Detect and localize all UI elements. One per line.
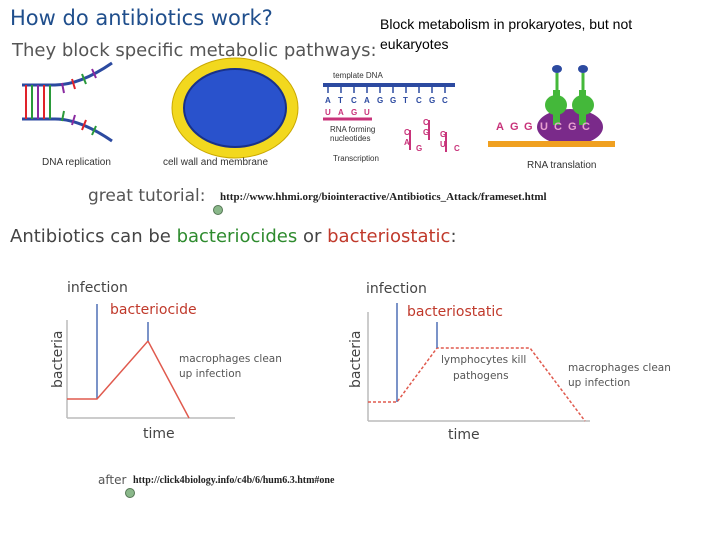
footer-source-link[interactable]: http://click4biology.info/c4b/6/hum6.3.h… <box>133 475 334 486</box>
cell-wall-caption: cell wall and membrane <box>163 157 268 168</box>
dna-base-5: G <box>377 96 383 105</box>
cell-wall-illustration: cell wall and membrane <box>163 58 298 168</box>
section-heading-suffix: : <box>450 226 456 247</box>
bacteriocide-label: bacteriocide <box>110 302 197 318</box>
dna-replication-caption: DNA replication <box>42 157 111 168</box>
dna-replication-illustration: DNA replication <box>22 63 112 168</box>
tutorial-link[interactable]: http://www.hhmi.org/biointeractive/Antib… <box>220 191 547 203</box>
rna-base-1: U <box>325 108 331 117</box>
left-macrophage-note-line2: up infection <box>179 368 241 380</box>
lymphocyte-note-line2: pathogens <box>453 370 509 382</box>
rna-forming-label-line1: RNA forming <box>330 125 375 134</box>
bacteriostatic-graph: infection bacteriostatic bacteria lympho… <box>348 281 671 443</box>
dna-base-8: C <box>416 96 422 105</box>
right-macrophage-note-line2: up infection <box>568 377 630 389</box>
hyperlink-icon[interactable] <box>125 488 135 498</box>
dna-base-9: G <box>429 96 435 105</box>
bacteriocide-graph: infection bacteriocide bacteria macropha… <box>50 280 282 442</box>
dna-base-7: T <box>403 96 408 105</box>
bacteriostatic-label: bacteriostatic <box>407 304 503 320</box>
metabolic-pathways-illustration: DNA replication cell wall and membrane t… <box>0 55 720 180</box>
rna-base-2: A <box>338 108 344 117</box>
nucleotide-7: G <box>416 144 422 153</box>
mrna-base-1: A <box>496 121 504 133</box>
section-heading: Antibiotics can be bacteriocides or bact… <box>10 226 457 247</box>
hyperlink-icon[interactable] <box>213 205 223 215</box>
footer-after-label: after <box>98 473 126 487</box>
nucleotide-8: C <box>454 144 460 153</box>
bacteriostatic-term: bacteriostatic <box>327 226 450 247</box>
section-heading-prefix: Antibiotics can be <box>10 226 177 247</box>
right-infection-label: infection <box>366 281 427 297</box>
side-note: Block metabolism in prokaryotes, but not… <box>380 14 700 54</box>
dna-base-4: A <box>364 96 370 105</box>
transcription-illustration: template DNA A T C A G G T C G C U A G U… <box>323 71 460 163</box>
rna-base-3: G <box>351 108 357 117</box>
translation-illustration: A G G U C G C RNA translation <box>488 65 615 171</box>
left-x-axis-label: time <box>143 426 175 442</box>
mrna-base-6: G <box>568 121 577 133</box>
right-macrophage-note-line1: macrophages clean <box>568 362 671 374</box>
dna-base-1: A <box>325 96 331 105</box>
mrna-base-4: U <box>540 121 548 133</box>
mrna-base-2: G <box>510 121 519 133</box>
dna-base-3: C <box>351 96 357 105</box>
bacteriocide-curve <box>67 341 189 418</box>
rna-translation-caption: RNA translation <box>527 160 596 171</box>
rna-base-4: U <box>364 108 370 117</box>
right-x-axis-label: time <box>448 427 480 443</box>
left-y-axis-label: bacteria <box>50 331 66 389</box>
tutorial-label: great tutorial: <box>88 186 205 206</box>
bacteriocides-term: bacteriocides <box>177 226 298 247</box>
rna-forming-label-line2: nucleotides <box>330 134 370 143</box>
mrna-base-5: C <box>554 121 562 133</box>
mrna-base-3: G <box>524 121 533 133</box>
infection-graphs: infection bacteriocide bacteria macropha… <box>0 270 720 470</box>
dna-base-10: C <box>442 96 448 105</box>
section-heading-middle: or <box>297 226 327 247</box>
lymphocyte-note-line1: lymphocytes kill <box>441 354 526 366</box>
left-macrophage-note-line1: macrophages clean <box>179 353 282 365</box>
template-dna-label: template DNA <box>333 71 383 80</box>
dna-base-6: G <box>390 96 396 105</box>
mrna-base-7: C <box>582 121 590 133</box>
slide-title: How do antibiotics work? <box>10 6 273 30</box>
dna-base-2: T <box>338 96 343 105</box>
right-y-axis-label: bacteria <box>348 331 364 389</box>
transcription-caption: Transcription <box>333 154 379 163</box>
left-infection-label: infection <box>67 280 128 296</box>
